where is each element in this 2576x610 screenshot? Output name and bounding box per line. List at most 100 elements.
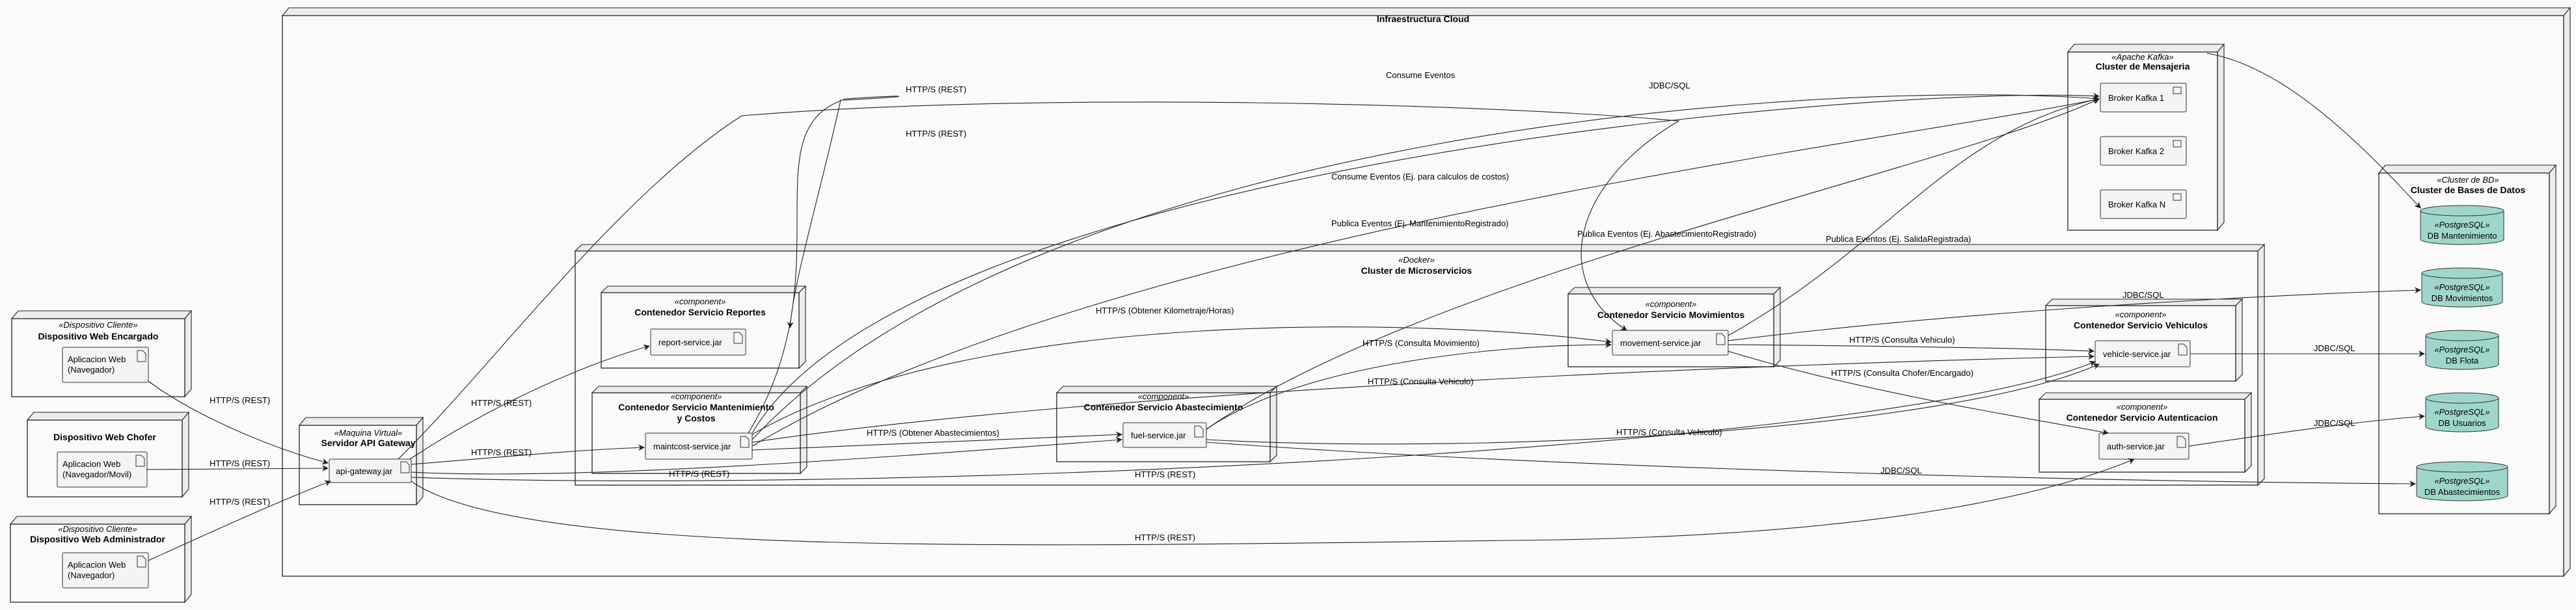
edge-label: Publica Eventos (Ej. SalidaRegistrada) [1826,234,1971,244]
database-stereotype: «PostgreSQL» [2434,407,2489,417]
container-title: Contenedor Servicio Mantenimiento [618,402,774,412]
component-icon [2173,140,2182,148]
edge-label: HTTP/S (REST) [210,395,270,405]
container-autenticacion: «component» Contenedor Servicio Autentic… [2038,391,2253,473]
edge-label: HTTP/S (Obtener Abastecimientos) [867,428,999,438]
edge-label: HTTP/S (REST) [1135,533,1195,542]
edge-line [752,431,1122,451]
edge-label: HTTP/S (Consulta Vehiculo) [1849,335,1955,345]
database-name: DB Abastecimientos [2424,487,2501,497]
edge-label: Publica Eventos (Ej. AbastecimientoRegis… [1577,229,1756,239]
artifact-icon [1716,333,1726,345]
edge-label: HTTP/S (REST) [210,497,270,507]
database-movimientos: «PostgreSQL» DB Movimientos [2421,267,2503,308]
client-artifact-line: Aplicacion Web [68,354,126,364]
artifact-icon [137,555,146,568]
kafka-stereotype: «Apache Kafka» [2111,52,2173,62]
artifact-icon [740,436,750,448]
client-artifact-line: Aplicacion Web [62,459,120,469]
container-artifact: auth-service.jar [2107,442,2165,451]
client-node-administrador: «Dispositivo Cliente» Dispositivo Web Ad… [9,515,193,603]
container-stereotype: «component» [675,297,726,306]
kafka-title: Cluster de Mensajeria [2096,61,2190,72]
client-artifact-line: (Navegador) [68,365,115,375]
container-artifact: fuel-service.jar [1131,431,1186,440]
artifact-icon [2178,343,2188,356]
client-title: Dispositivo Web Administrador [30,534,165,544]
docker-node: «Docker» Cluster de Microservicios [574,243,2266,486]
edge-line [1206,442,2416,487]
database-mantenimiento: «PostgreSQL» DB Mantenimiento [2420,205,2504,245]
gateway-node: «Maquina Virtual» Servidor API Gateway a… [298,416,424,506]
container-artifact: report-service.jar [658,338,722,347]
edge-line [146,465,329,472]
edge-label: Consume Eventos (Ej. para calculos de co… [1331,172,1509,181]
edge-line [2188,413,2425,447]
edge-label: HTTP/S (REST) [471,398,532,408]
client-stereotype: «Dispositivo Cliente» [59,320,137,330]
edge-label: JDBC/SQL [1880,466,1922,475]
edge-label: Consume Eventos [1386,70,1456,80]
artifact-icon [733,332,743,344]
container-title: Contenedor Servicio Vehiculos [2074,320,2208,330]
edge-line [1206,98,2100,430]
container-abastecimiento: «component» Contenedor Servicio Abasteci… [1055,385,1278,463]
database-flota: «PostgreSQL» DB Flota [2425,330,2499,370]
edge-label: HTTP/S (REST) [210,458,270,468]
edge-line [752,96,2100,447]
edge-line [1728,287,2421,341]
database-stereotype: «PostgreSQL» [2434,220,2489,230]
container-reportes: «component» Contenedor Servicio Reportes… [600,285,807,369]
edge-line [148,480,331,561]
db-cluster: «Cluster de BD» Cluster de Bases de Dato… [2378,164,2557,515]
container-stereotype: «component» [1646,299,1697,309]
edge-label: HTTP/S (REST) [906,85,966,94]
edge-line [411,360,2096,481]
artifact-icon [1194,425,1204,438]
client-node-chofer: Dispositivo Web Chofer Aplicacion Web (N… [26,411,190,498]
artifact-icon [400,461,410,473]
gateway-stereotype: «Maquina Virtual» [334,428,403,438]
edge-label: HTTP/S (Consulta Chofer/Encargado) [1831,368,1973,378]
edge-line [1206,341,1612,430]
kafka-broker: Broker Kafka 1 [2108,93,2164,103]
container-movimientos: «component» Contenedor Servicio Movimien… [1567,286,1782,368]
artifact-icon [2176,436,2186,448]
gateway-artifact: api-gateway.jar [336,466,393,476]
edge-line [411,458,2135,546]
container-title: Contenedor Servicio Autenticacion [2067,412,2218,423]
edge-label: HTTP/S (Consulta Vehiculo) [1616,427,1722,437]
edge-line [752,353,2095,443]
edge-line [398,101,1680,460]
kafka-cluster: «Apache Kafka» Cluster de Mensajeria Bro… [2067,43,2225,232]
container-artifact: maintcost-service.jar [653,442,731,451]
container-mantenimiento: «component» Contenedor Servicio Mantenim… [591,385,808,475]
database-usuarios: «PostgreSQL» DB Usuarios [2425,392,2499,432]
container-title: Contenedor Servicio Reportes [634,307,766,317]
kafka-broker: Broker Kafka N [2108,200,2165,209]
component-icon [2173,86,2182,94]
edge-line [148,380,329,465]
db-cluster-title: Cluster de Bases de Datos [2411,185,2526,195]
edge-label: HTTP/S (REST) [1135,470,1195,479]
edge-line [752,92,2100,434]
client-title: Dispositivo Web Chofer [53,432,156,442]
cloud-title: Infraestructura Cloud [1377,14,1469,24]
edge-line [1728,351,2109,436]
database-name: DB Movimientos [2432,293,2493,303]
edge-label: JDBC/SQL [2314,418,2355,428]
docker-title: Cluster de Microservicios [1361,265,1472,276]
edge-line [411,444,645,465]
database-abastecimientos: «PostgreSQL» DB Abastecimientos [2416,461,2508,501]
container-title: Contenedor Servicio Abastecimiento [1084,402,1243,412]
kafka-broker: Broker Kafka 2 [2108,146,2164,156]
edge-label: HTTP/S (REST) [669,469,729,479]
component-icon [2173,193,2182,201]
database-name: DB Mantenimiento [2428,231,2497,241]
edge-line [411,436,1122,475]
artifact-icon [137,350,146,362]
database-stereotype: «PostgreSQL» [2434,476,2489,486]
edge-label: JDBC/SQL [1649,81,1690,90]
database-name: DB Flota [2446,356,2479,365]
edge-label: HTTP/S (Consulta Movimiento) [1363,338,1480,348]
